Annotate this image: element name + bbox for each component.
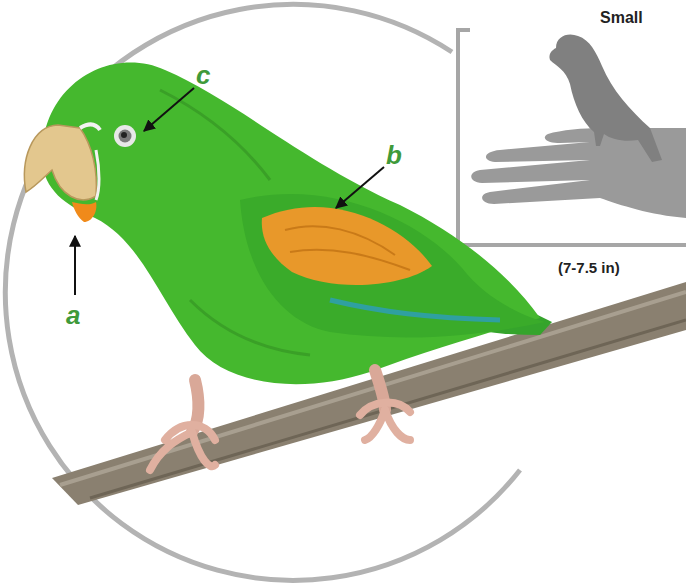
beak [24,125,96,200]
wing [240,194,545,337]
parrot-silhouette [549,35,662,163]
size-heading: Small [600,10,643,26]
callout-letter: a [66,302,80,328]
inset-frame [458,30,686,245]
callout-letter: b [386,142,402,168]
eye [114,125,136,147]
wing-patch [262,207,432,285]
size-dimension: (7-7.5 in) [558,260,620,275]
callout-letter: c [196,62,210,88]
leader-line [144,88,194,131]
leader-line [74,236,76,295]
parrot-body [42,63,540,385]
chin-patch [72,202,96,222]
leader-line [336,167,384,208]
